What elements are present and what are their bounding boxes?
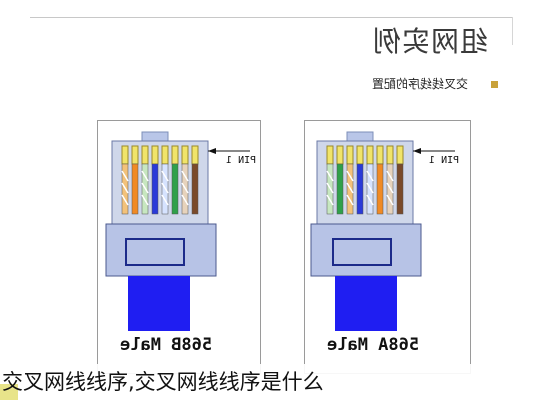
- wire-group-568a: [326, 145, 404, 215]
- plug-latch: [141, 131, 169, 142]
- wire-group-568b: [121, 145, 199, 215]
- wire: [356, 163, 364, 215]
- pin-contact: [376, 145, 384, 165]
- pin-contact: [161, 145, 169, 165]
- caption-bar: [0, 364, 533, 400]
- wire-stripe: [346, 170, 354, 206]
- plug-latch: [346, 131, 374, 142]
- plug-window: [332, 238, 392, 266]
- rj45-568a-diagram: [310, 131, 455, 331]
- arrow-head-icon: [413, 148, 421, 154]
- slide-top-rule: [30, 17, 512, 18]
- slide-title: 组网实例: [372, 20, 488, 60]
- wire-stripe: [141, 170, 149, 206]
- plug-window: [125, 238, 185, 266]
- corner-mark: [0, 384, 18, 400]
- plug-label-568a: 568A Male: [327, 335, 420, 355]
- pin-contact: [356, 145, 364, 165]
- pin-contact: [171, 145, 179, 165]
- wire-stripe: [326, 170, 334, 206]
- wire: [191, 163, 199, 215]
- pin-contact: [181, 145, 189, 165]
- wire: [396, 163, 404, 215]
- plug-boot: [105, 223, 217, 277]
- wire-stripe: [386, 170, 394, 206]
- pin-contact: [336, 145, 344, 165]
- connector-panel-568a: PIN 1 568A Male: [304, 120, 471, 374]
- image-caption: 交叉网线线序,交叉网线线序是什么: [2, 370, 324, 394]
- wire-stripe: [161, 170, 169, 206]
- bullet-text: 交叉线线序的配置: [372, 75, 468, 92]
- wire: [171, 163, 179, 215]
- wire: [376, 163, 384, 215]
- pin-contact: [151, 145, 159, 165]
- pin-contact: [366, 145, 374, 165]
- pin-contact: [131, 145, 139, 165]
- wire: [151, 163, 159, 215]
- pin-contact: [141, 145, 149, 165]
- cable-jacket: [335, 276, 397, 331]
- pin1-label: PIN 1: [429, 155, 460, 166]
- wire-stripe: [181, 170, 189, 206]
- wire-stripe: [366, 170, 374, 206]
- wire-stripe: [121, 170, 129, 206]
- pin-contact: [326, 145, 334, 165]
- bullet-label: 交叉线线序的配置: [372, 77, 469, 91]
- wire: [131, 163, 139, 215]
- bullet-square-icon: [491, 81, 498, 88]
- rj45-568b-diagram: [105, 131, 250, 331]
- pin1-label: PIN 1: [226, 155, 257, 166]
- wire: [336, 163, 344, 215]
- pin-contact: [346, 145, 354, 165]
- pin-contact: [121, 145, 129, 165]
- plug-label-568b: 568B Male: [120, 335, 213, 355]
- slide-right-rule: [512, 17, 513, 45]
- plug-boot: [310, 223, 422, 277]
- pin-contact: [191, 145, 199, 165]
- cable-jacket: [128, 276, 190, 331]
- arrow-head-icon: [208, 148, 216, 154]
- connector-panel-568b: PIN 1 568B Male: [97, 120, 261, 374]
- pin-contact: [386, 145, 394, 165]
- pin-contact: [396, 145, 404, 165]
- slide-title-text: 组网实例: [372, 25, 489, 58]
